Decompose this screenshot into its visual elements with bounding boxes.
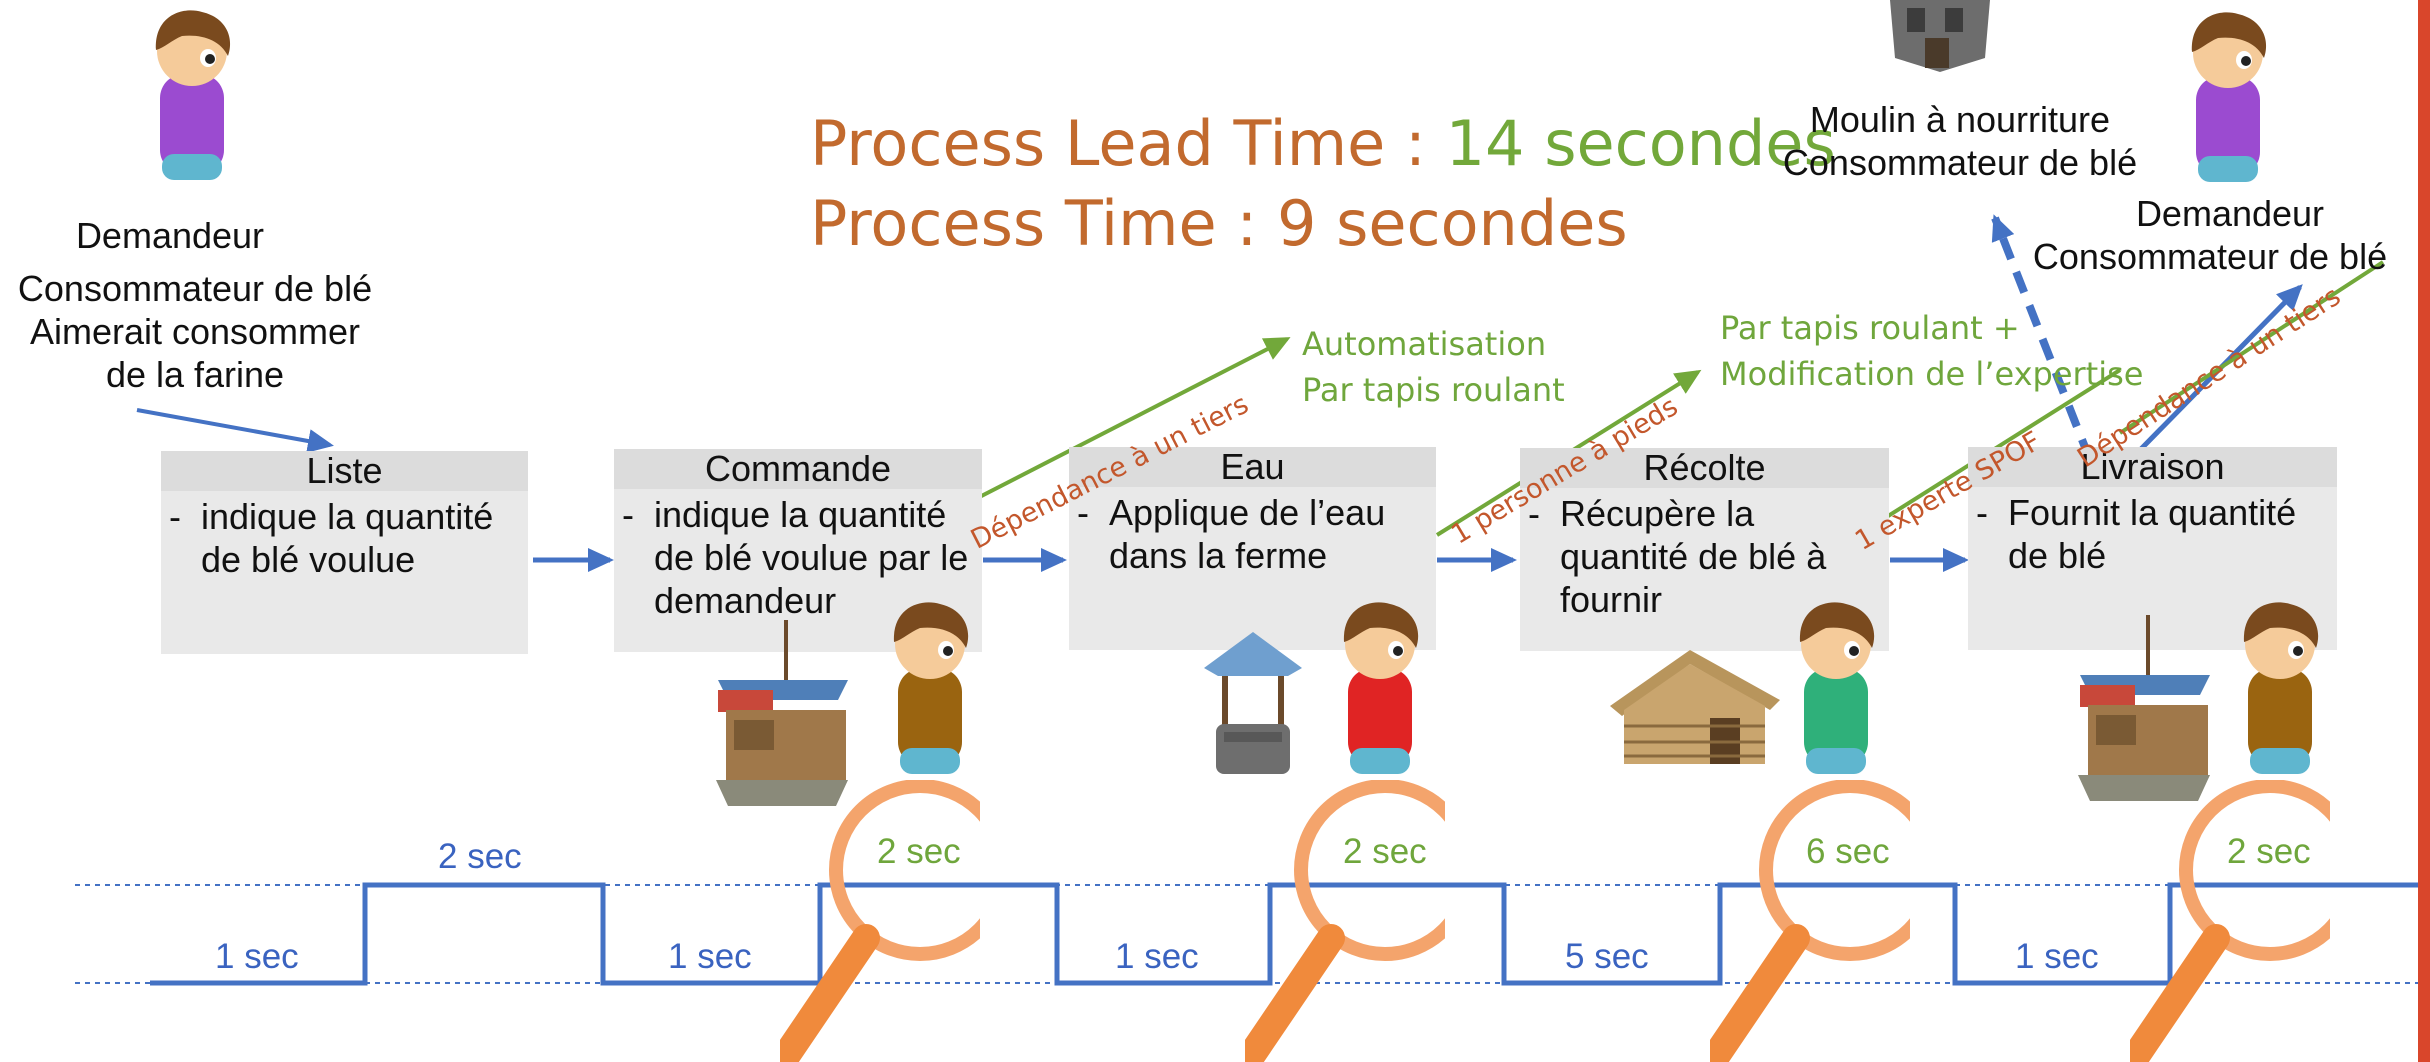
magnifier-icon [1710,780,1910,1062]
step-line: dans la ferme [1109,535,1328,576]
improvement-line-tiers [2118,260,2385,435]
process-time-label: 2 sec [2227,832,2311,871]
lead-time-line: Process Lead Time : 14 secondes [810,105,1836,183]
barn-icon [1610,650,1780,764]
wait-time-label: 5 sec [1565,937,1649,976]
actor-figure-brown [893,602,969,774]
bullet-dash: - [1528,493,1540,534]
timeline-step-line [150,882,2418,986]
wait-time-label: 1 sec [668,937,752,976]
left-actor-line4: de la farine [105,354,285,395]
wait-time-label: 1 sec [2015,937,2099,976]
market-stall-icon [716,620,848,806]
step-line: de blé [2008,535,2107,576]
step-line: fournir [1560,579,1663,620]
bullet-dash: - [622,494,634,535]
step-title: Commande [614,449,982,489]
actor-figure-green [1799,602,1875,774]
lead-time-label: Process Lead Time : [810,107,1446,180]
step-line: demandeur [654,580,837,621]
mill-line2: Consommateur de blé [1782,142,2138,183]
magnifier-icon [780,780,980,1062]
step-line: de blé voulue [201,539,416,580]
note-tapis-roulant: Par tapis roulant [1302,371,1565,409]
wait-time-label: 1 sec [215,937,299,976]
wait-time-label: 2 sec [438,837,522,876]
actor-figure-purple [155,10,231,180]
actor-figure-red [1343,602,1419,774]
step-line: Fournit la quantité [2008,492,2297,533]
bullet-dash: - [169,496,181,537]
step-title: Récolte [1520,448,1889,488]
note-expertise: Modification de l’expertise [1720,355,2144,393]
request-arrow [136,408,334,453]
left-actor-role: Demandeur [75,215,265,256]
process-time-label: 6 sec [1806,832,1890,871]
note-automatisation: Automatisation [1302,325,1547,363]
left-actor-line3: Aimerait consommer [29,311,361,352]
improvement-arrow-auto [957,337,1291,510]
bullet-dash: - [1976,492,1988,533]
mill-building-icon [1890,0,1990,72]
lead-time-value: 14 secondes [1445,107,1836,180]
magnifier-icon [1245,780,1445,1062]
process-time-line: Process Time : 9 secondes [810,187,1628,260]
step-title: Livraison [1968,447,2337,487]
mill-line1: Moulin à nourriture [1809,99,2111,140]
market-stall-icon [2078,615,2210,801]
process-time-label: 2 sec [877,832,961,871]
step-line: indique la quantité [201,496,494,537]
water-well-icon [1204,632,1302,774]
slide-edge-bar [2418,0,2430,1062]
left-actor-line2: Consommateur de blé [17,268,373,309]
right-actor-role: Demandeur [2135,193,2325,234]
step-title: Eau [1069,447,1436,487]
wait-time-label: 1 sec [1115,937,1199,976]
step-line: Applique de l’eau [1109,492,1386,533]
process-time-label: 2 sec [1343,832,1427,871]
bullet-dash: - [1077,492,1089,533]
step-line: Récupère la [1560,493,1755,534]
note-tapis-plus: Par tapis roulant + [1720,309,2020,347]
actor-figure-purple-right [2191,12,2267,182]
magnifier-icon [2130,780,2330,1062]
step-line: indique la quantité [654,494,947,535]
step-title: Liste [161,451,528,491]
step-line: quantité de blé à [1560,536,1827,577]
actor-figure-brown [2243,602,2319,774]
mill-dashed-arrow [1991,214,2094,462]
right-actor-line2: Consommateur de blé [2032,236,2388,277]
step-line: de blé voulue par le [654,537,969,578]
